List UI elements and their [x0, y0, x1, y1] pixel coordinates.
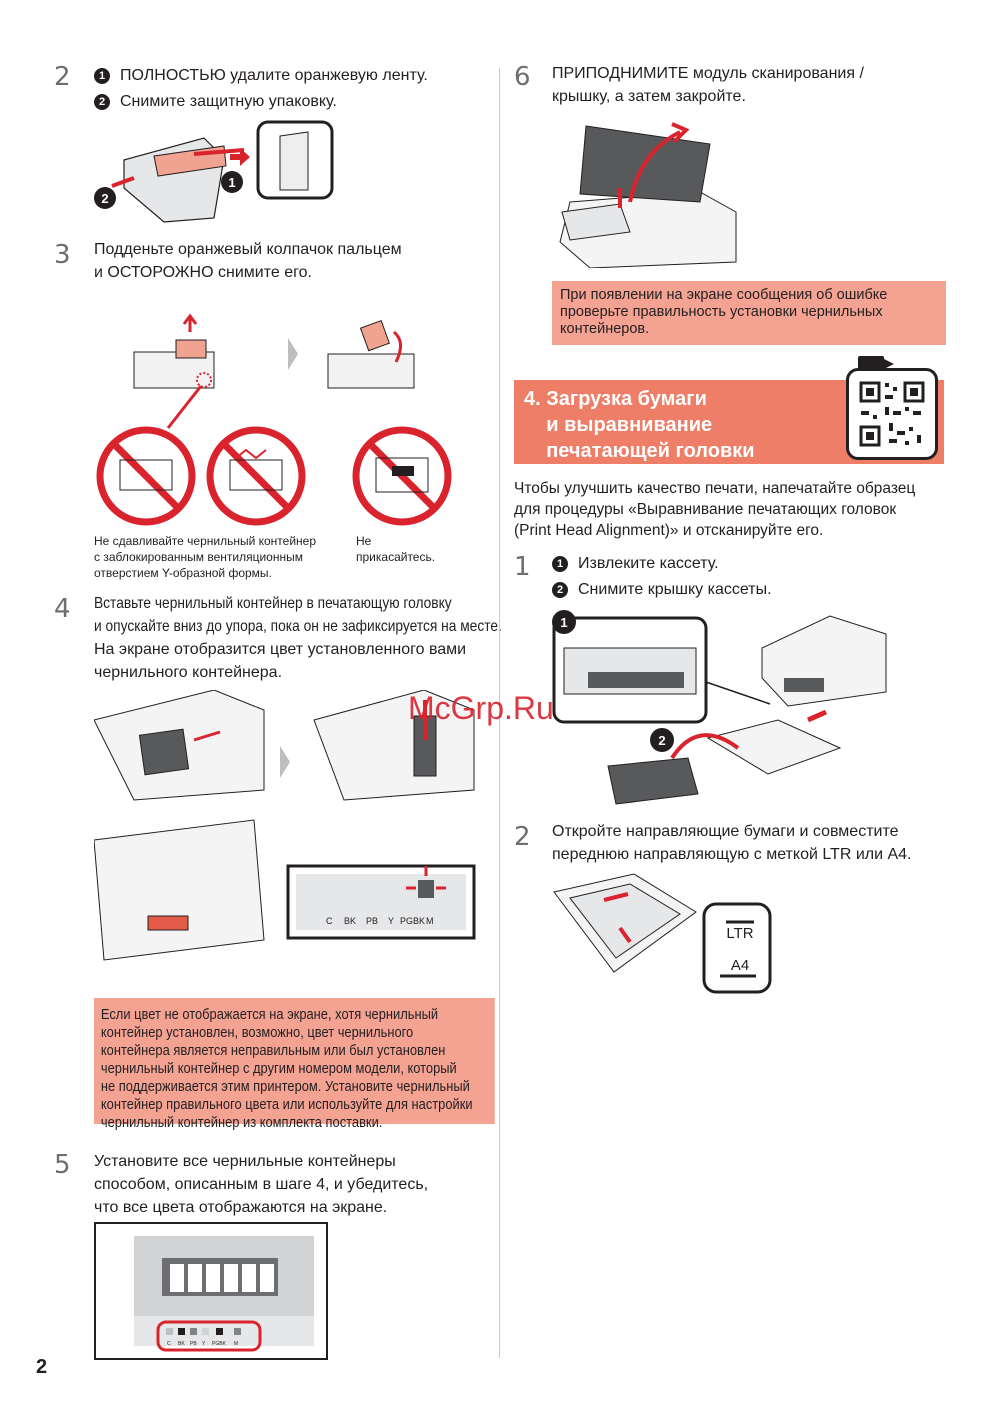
step-4-warning-note: Если цвет не отображается на экране, хот… [94, 998, 495, 1131]
screen-label: C [167, 1341, 171, 1347]
caption-line: с заблокированным вентиляционным [94, 550, 303, 564]
step-number: 6 [514, 62, 531, 92]
intro-line: для процедуры «Выравнивание печатающих г… [514, 501, 897, 518]
step-3-line: Подденьте оранжевый колпачок пальцем [94, 241, 402, 258]
step-5-line: что все цвета отображаются на экране. [94, 1199, 388, 1216]
note-line: не поддерживается этим принтером. Устано… [100, 1078, 470, 1095]
note-line: чернильный контейнер из комплекта постав… [100, 1114, 383, 1131]
step-4-line: чернильного контейнера. [94, 664, 283, 681]
step-number: 3 [54, 240, 71, 270]
step-5-instructions: Установите все чернильные контейнеры спо… [94, 1150, 428, 1219]
page-number: 2 [36, 1356, 48, 1378]
caption-line: Не [356, 534, 372, 548]
svg-text:2: 2 [101, 191, 108, 206]
ink-tank-tape-illustration: 1 2 [94, 120, 334, 223]
screen-label: PGBK [212, 1341, 227, 1347]
section-intro: Чтобы улучшить качество печати, напечата… [514, 478, 915, 541]
step-line: переднюю направляющую с меткой LTR или A… [552, 846, 912, 863]
step-6-line: крышку, а затем закройте. [552, 88, 746, 105]
note-line: контейнеров. [560, 321, 650, 337]
svg-text:2: 2 [658, 733, 665, 748]
step-item: Извлеките кассету. [578, 555, 719, 572]
note-line: Если цвет не отображается на экране, хот… [100, 1006, 439, 1023]
svg-text:1: 1 [228, 175, 235, 190]
step-2-instructions: 1 ПОЛНОСТЬЮ удалите оранжевую ленту. 2 Сни… [94, 64, 428, 113]
svg-text:1: 1 [560, 615, 567, 630]
caption-do-not-squeeze: Не сдавливайте чернильный контейнер с за… [94, 533, 316, 581]
screen-label: BK [178, 1341, 185, 1347]
step-number: 5 [54, 1150, 71, 1180]
screen-label: Y [202, 1341, 206, 1347]
step-4-line: и опускайте вниз до упора, пока он не за… [94, 618, 502, 635]
step-number: 4 [54, 594, 71, 624]
mark-ltr: LTR [726, 925, 753, 942]
intro-line: Чтобы улучшить качество печати, напечата… [514, 480, 916, 497]
section-title-line: и выравнивание [524, 414, 713, 436]
caption-do-not-touch: Не прикасайтесь. [356, 533, 435, 565]
screen-label: M [426, 916, 434, 926]
screen-label: PGBK [400, 916, 425, 926]
note-line: контейнер установлен, возможно, цвет чер… [100, 1024, 414, 1041]
step-item: Снимите крышку кассеты. [578, 581, 772, 598]
insert-ink-tank-illustration: C BK PB Y PGBK M [94, 690, 476, 961]
screen-label: C [326, 916, 333, 926]
paper-guides-illustration: LTR A4 [553, 873, 772, 994]
step-4-line: На экране отобразится цвет установленног… [94, 641, 467, 658]
screen-label: M [234, 1341, 238, 1347]
screen-label: PB [366, 916, 378, 926]
note-line: контейнер правильного цвета или использу… [100, 1096, 473, 1113]
step-3-line: и ОСТОРОЖНО снимите его. [94, 264, 312, 281]
qr-code-pattern [859, 381, 925, 447]
caption-line: Не сдавливайте чернильный контейнер [94, 534, 317, 548]
badge-2: 2 [552, 582, 568, 598]
remove-cap-illustration [96, 313, 452, 526]
note-line: чернильный контейнер с другим номером мо… [100, 1060, 457, 1077]
section4-step-2-instructions: Откройте направляющие бумаги и совместит… [552, 820, 912, 866]
screen-label: Y [388, 916, 394, 926]
screen-label: PB [190, 1341, 197, 1347]
section4-step-1-instructions: 1 Извлеките кассету. 2 Снимите крышку касс… [552, 552, 772, 601]
step-3-instructions: Подденьте оранжевый колпачок пальцем и О… [94, 238, 402, 284]
all-ink-tanks-screen-illustration: C BK PB Y PGBK M [94, 1222, 328, 1360]
step-2-item-1: ПОЛНОСТЬЮ удалите оранжевую ленту. [120, 67, 428, 84]
open-scanner-illustration [559, 122, 737, 268]
step-number: 1 [514, 552, 531, 582]
step-5-line: способом, описанным в шаге 4, и убедитес… [94, 1176, 429, 1193]
caption-line: отверстием Y-образной формы. [94, 566, 272, 580]
note-line: При появлении на экране сообщения об оши… [560, 287, 888, 303]
caption-line: прикасайтесь. [356, 550, 436, 564]
note-line: проверьте правильность установки черниль… [560, 304, 883, 320]
section-title-line: печатающей головки [524, 440, 755, 462]
intro-line: (Print Head Alignment)» и отсканируйте е… [514, 522, 824, 539]
remove-cassette-illustration: 1 2 [552, 610, 887, 805]
watermark: McGrp.Ru [408, 690, 554, 726]
step-number: 2 [514, 822, 531, 852]
step-2-item-2: Снимите защитную упаковку. [120, 93, 337, 110]
step-number: 2 [54, 62, 71, 92]
step-4-instructions: Вставьте чернильный контейнер в печатающ… [94, 592, 514, 684]
step-line: Откройте направляющие бумаги и совместит… [552, 823, 899, 840]
column-divider [499, 68, 500, 1358]
step-6-instructions: ПРИПОДНИМИТЕ модуль сканирования / крышк… [552, 62, 864, 108]
mark-a4: A4 [731, 957, 749, 974]
step-6-warning-note: При появлении на экране сообщения об оши… [552, 281, 946, 345]
section-title-line: 4. Загрузка бумаги [524, 388, 707, 410]
step-5-line: Установите все чернильные контейнеры [94, 1153, 396, 1170]
note-line: контейнера является неправильным или был… [100, 1042, 446, 1059]
qr-code-icon[interactable] [846, 368, 938, 460]
step-4-line: Вставьте чернильный контейнер в печатающ… [94, 595, 452, 612]
step-6-line: ПРИПОДНИМИТЕ модуль сканирования / [552, 65, 864, 82]
badge-1: 1 [94, 68, 110, 84]
screen-label: BK [344, 916, 356, 926]
badge-1: 1 [552, 556, 568, 572]
badge-2: 2 [94, 94, 110, 110]
